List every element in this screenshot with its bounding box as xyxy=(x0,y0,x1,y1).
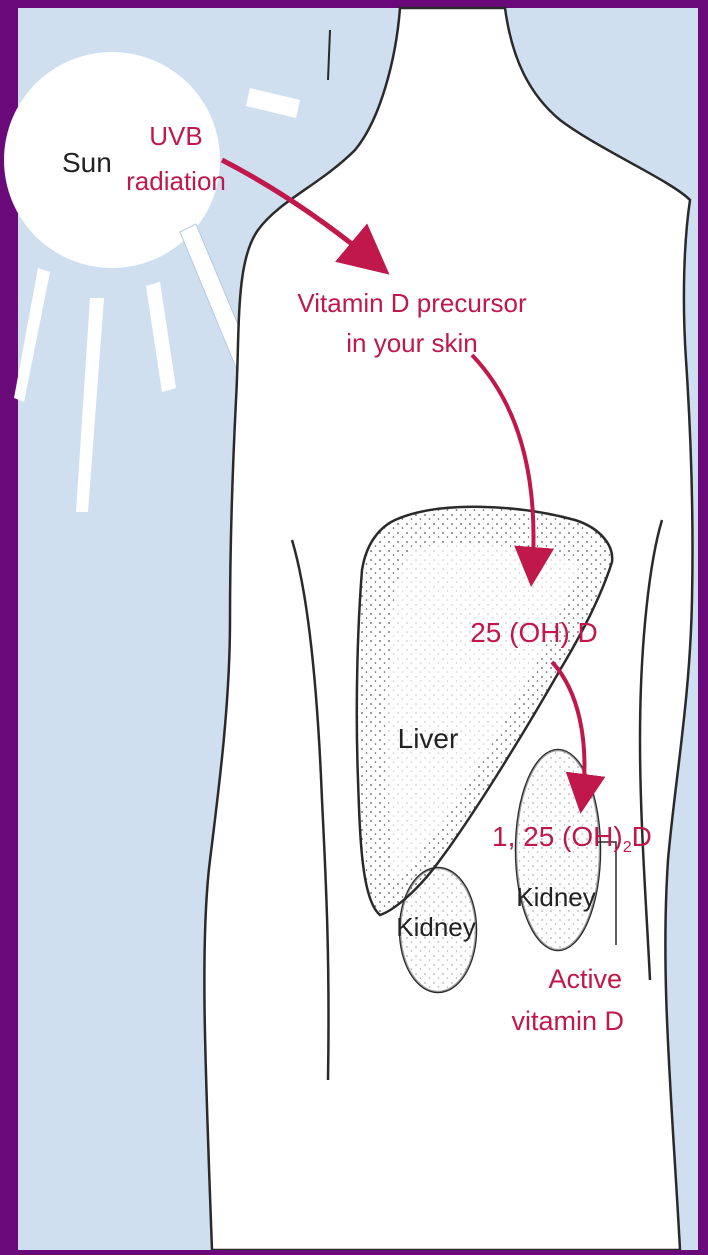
uvb-label-line2: radiation xyxy=(126,166,226,196)
active-form-main: 1, 25 (OH) xyxy=(492,821,623,852)
kidney-left-label: Kidney xyxy=(396,912,476,942)
hydroxy-d-label: 25 (OH) D xyxy=(470,617,598,648)
active-vitamin-d-line2: vitamin D xyxy=(511,1006,624,1036)
kidney-right-label: Kidney xyxy=(516,882,596,912)
active-form-subscript: 2 xyxy=(623,839,632,856)
sun-label: Sun xyxy=(62,147,112,178)
precursor-label-line2: in your skin xyxy=(346,328,478,358)
liver-label: Liver xyxy=(398,723,459,754)
precursor-label-line1: Vitamin D precursor xyxy=(297,288,527,318)
active-form-end: D xyxy=(632,821,652,852)
active-vitamin-d-line1: Active xyxy=(548,964,622,994)
uvb-label-line1: UVB xyxy=(149,121,202,151)
